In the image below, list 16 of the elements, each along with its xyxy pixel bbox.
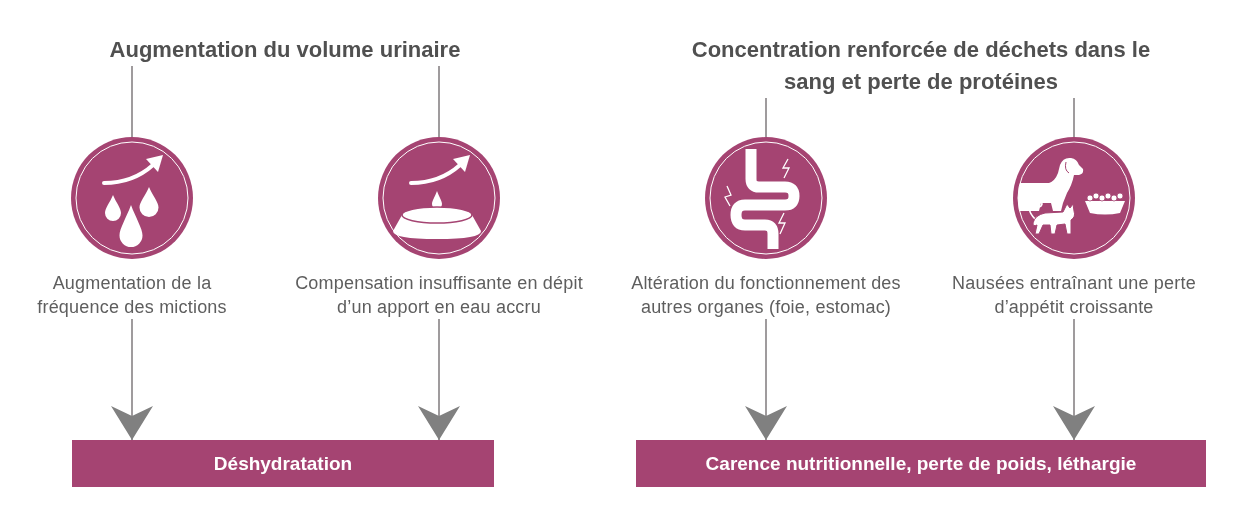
arrow — [418, 318, 460, 441]
connector-line — [1073, 97, 1075, 138]
connector-line — [765, 97, 767, 138]
arrow — [745, 318, 787, 441]
caption-text: Nausées entraînant une perte d’appétit croissante — [951, 272, 1197, 319]
caption-text: Altération du fonctionnement des autres organes (foie, estomac) — [630, 272, 902, 319]
outcome-banner: Carence nutritionnelle, perte de poids, léthargie — [636, 440, 1206, 487]
arrow — [111, 318, 153, 441]
outcome-banner: Déshydratation — [72, 440, 494, 487]
caption-text: Compensation insuffisante en dépit d’un apport en eau accru — [294, 272, 584, 319]
arrow — [1053, 318, 1095, 441]
heading-text: Concentration renforcée de déchets dans le sang et perte de protéines — [690, 34, 1152, 98]
connector-line — [438, 65, 440, 138]
connector-line — [131, 65, 133, 138]
caption-text: Augmentation de la fréquence des mictions — [36, 272, 228, 319]
heading-text: Augmentation du volume urinaire — [108, 34, 462, 66]
